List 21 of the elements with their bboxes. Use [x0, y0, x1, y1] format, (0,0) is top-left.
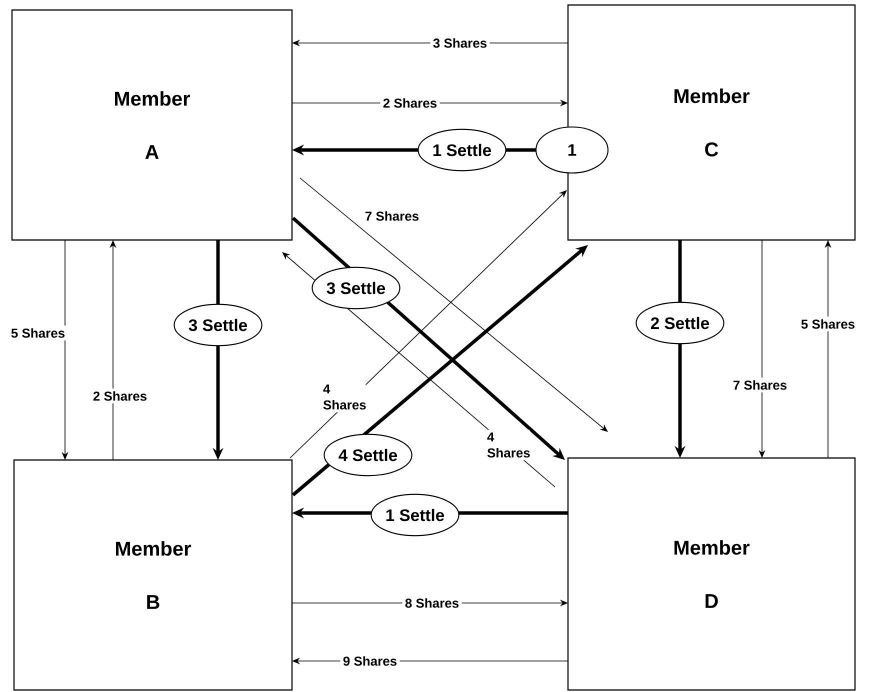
edge-label: 2 Settle [636, 302, 724, 344]
arrow [300, 178, 608, 432]
edge-label: 7 Shares [362, 208, 422, 224]
edge-label: 1 Settle [370, 494, 460, 536]
edge-label: 4 Settle [324, 434, 412, 476]
edge-label: 4 Shares [320, 382, 366, 412]
edge-label: 2 Shares [380, 96, 440, 110]
edge-label: 3 Settle [174, 304, 262, 346]
edge-label: 9 Shares [340, 654, 400, 668]
member-box: Member A [11, 9, 293, 241]
edge-label: 5 Shares [8, 326, 68, 340]
edge-label: 3 Shares [430, 36, 490, 50]
member-box: Member B [13, 459, 293, 691]
edge-label: 3 Settle [312, 266, 400, 310]
edge-label: 1 Settle [418, 128, 506, 172]
edge-label: 5 Shares [798, 316, 858, 332]
edge-label: 2 Shares [90, 388, 150, 404]
edge-label: 4 Shares [484, 430, 530, 460]
member-box: Member D [567, 457, 856, 691]
edge-label: 7 Shares [730, 378, 790, 392]
edge-label: 8 Shares [402, 596, 462, 610]
